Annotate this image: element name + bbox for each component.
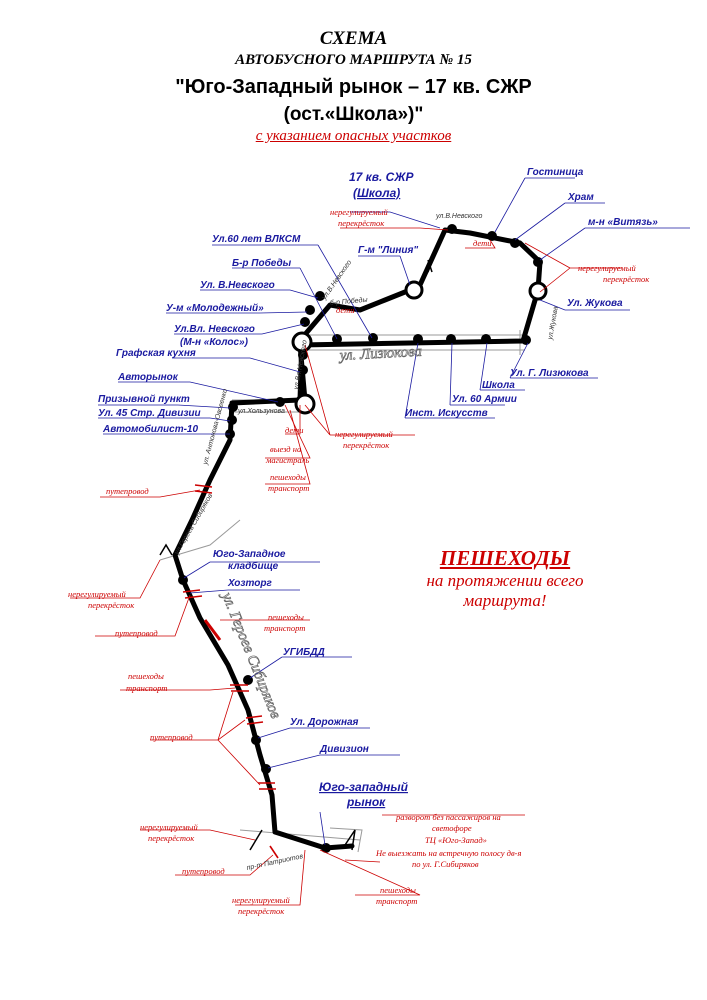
street-geroev-big: ул. Героев Сибиряков [218,589,284,722]
street-pobedy: б-р Победы [329,296,368,307]
subtitle: АВТОБУСНОГО МАРШРУТА № 15 [235,52,472,68]
route-arrows [159,259,433,851]
terminal-bottom-line2: рынок [346,795,386,809]
pedestrians-note-line1: ПЕШЕХОДЫ [439,546,571,570]
warn-overpass-1: путепровод [106,486,149,496]
warn-deti-mid: дети [336,305,354,315]
warn-unreg-mid-2: перекрёсток [343,440,390,450]
uturn-note-3: ТЦ «Юго-Запад» [425,835,487,845]
uturn-note-2: светофоре [432,823,472,833]
warn-ped-4-1: пешеходы [380,885,416,895]
stop-molodezhny: У-м «Молодежный» [166,303,264,314]
route-name-2: (ост.«Школа»)" [283,104,424,125]
warn-overpass-2: путепровод [115,628,158,638]
stop-ugibdd: УГИБДД [283,647,325,658]
stop-zhukova: Ул. Жукова [567,298,623,309]
stop-vlksm: Ул.60 лет ВЛКСМ [212,234,301,245]
stop-vityaz: м-н «Витязь» [588,217,658,228]
stop-kladbishche-1: Юго-Западное [213,549,286,560]
street-v-nevskogo-2: ул.В.Невского [320,259,353,302]
warn-unreg-b2-1: нерегулируемый [232,895,290,905]
terminal-top-line1: 17 кв. СЖР [349,170,414,184]
route-name: "Юго-Западный рынок – 17 кв. СЖР [175,76,532,98]
warn-deti-left: дети [285,425,303,435]
danger-note: с указанием опасных участков [255,128,452,144]
stop-vl-nevskogo: Ул.Вл. Невского [174,324,255,335]
terminal-top-line2: (Школа) [353,186,400,200]
stop-avtomobilist: Автомобилист-10 [102,423,198,435]
stop-divizii45: Ул. 45 Стр. Дивизии [98,408,201,419]
warn-ped-3-2: транспорт [126,683,167,693]
stop-pobedy: Б-р Победы [232,257,292,269]
stop-liniya: Г-м "Линия" [358,245,418,256]
stop-lizyukova: Ул. Г. Лизюкова [510,368,589,379]
warn-ped-2: транспорт [268,483,309,493]
warn-ped-3-1: пешеходы [128,671,164,681]
warn-unreg-right-1: нерегулируемый [578,263,636,273]
pedestrians-note-line2: на протяжении всего [426,571,584,590]
warn-unreg-b2-2: перекрёсток [238,906,285,916]
overpass-marks [182,484,279,859]
stop-armii60: Ул. 60 Армии [452,394,517,405]
street-patriotov: пр-т Патриотов [246,853,304,872]
warn-deti-top: дети [473,238,491,248]
warning-leaders [70,227,622,906]
street-geroev: ул.Героев Сибиряков [172,492,214,557]
warn-unreg-l1-2: перекрёсток [88,600,135,610]
street-lizyukova: ул. Лизюкова [337,344,422,364]
danger-segment-red [203,619,222,641]
uturn-note-4: Не выезжать на встречную полосу дв-я [375,848,521,858]
stop-kladbishche-2: кладбище [228,560,279,572]
stop-khram: Храм [567,192,594,203]
warn-exit-2: магистраль [265,455,309,465]
warn-unreg-b1-2: перекрёсток [148,833,195,843]
stop-shkola: Школа [482,380,515,391]
stop-gostinitsa: Гостиница [527,167,584,178]
warn-exit-1: выезд на [270,444,301,454]
stop-prizyvnoy: Призывной пункт [98,394,190,405]
warn-unreg-l1-1: нерегулируемый [68,589,126,599]
warn-unreg-b1-1: нерегулируемый [140,822,198,832]
stop-grafskaya: Графская кухня [116,347,196,359]
uturn-note-5: по ул. Г.Сибиряков [412,859,479,869]
street-kholzunova: ул.Хользунова [237,408,285,415]
warn-unreg-mid-1: нерегулируемый [335,429,393,439]
street-zhukova: ул.Жукова [547,306,560,342]
stop-divizion: Дивизион [319,744,369,755]
warn-overpass-3: путепровод [150,732,193,742]
title: СХЕМА [319,28,388,49]
stop-avtorynok: Авторынок [117,372,179,383]
stop-leaders [98,177,690,846]
warn-ped-2-2: транспорт [264,623,305,633]
uturn-note-1: разворот без пассажиров на [395,812,501,822]
street-v-nevskogo: ул.В.Невского [435,213,482,220]
warn-overpass-4: путепровод [182,866,225,876]
warn-unreg-top-1: нерегулируемый [330,207,388,217]
stop-kolos: (М-н «Колос») [180,337,249,348]
pedestrians-note-line3: маршрута! [463,591,547,610]
warn-ped-2-1: пешеходы [268,612,304,622]
warn-unreg-right-2: перекрёсток [603,274,650,284]
pedestrians-note: ПЕШЕХОДЫ на протяжении всего маршрута! [400,546,610,611]
warn-unreg-top-2: перекрёсток [338,218,385,228]
warn-ped-4-2: транспорт [376,896,417,906]
stop-dorozhnaya: Ул. Дорожная [290,717,359,728]
terminal-bottom-line1: Юго-западный [319,780,409,794]
stop-nevskogo: Ул. В.Невского [200,280,275,291]
stop-khoztorg: Хозторг [227,578,272,589]
warn-ped-1: пешеходы [270,472,306,482]
stop-iskusstv: Инст. Искусств [405,408,488,419]
